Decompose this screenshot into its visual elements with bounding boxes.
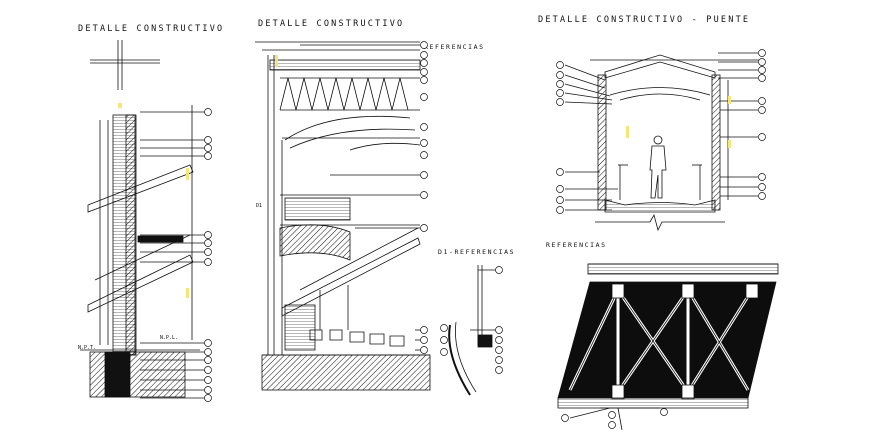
referencias-label-bridge: REFERENCIAS — [546, 241, 607, 249]
detail-2-title: DETALLE CONSTRUCTIVO — [258, 19, 405, 29]
detail-1-wall-section — [80, 40, 205, 399]
detail-3-reference-markers — [556, 49, 766, 214]
detail-1-title: DETALLE CONSTRUCTIVO — [78, 24, 225, 34]
npl-label: N.P.L. — [160, 335, 178, 341]
d1-detail-drawing — [448, 265, 496, 396]
d1-reference-markers — [440, 266, 503, 374]
d1-label: D1 — [256, 203, 262, 209]
detail-1-reference-markers — [204, 108, 212, 402]
detail-3-bridge-section — [564, 52, 760, 232]
detail-2-reference-markers — [420, 41, 428, 354]
detail-3-title: DETALLE CONSTRUCTIVO - PUENTE — [538, 15, 751, 25]
bridge-truss-elevation — [557, 263, 779, 431]
npt-label: N.P.T. — [78, 345, 96, 351]
detail-2-building-section — [255, 41, 431, 391]
bridge-reference-markers — [561, 408, 668, 429]
referencias-label-top: REFERENCIAS — [424, 43, 485, 51]
d1-referencias-label: D1-REFERENCIAS — [438, 248, 516, 256]
